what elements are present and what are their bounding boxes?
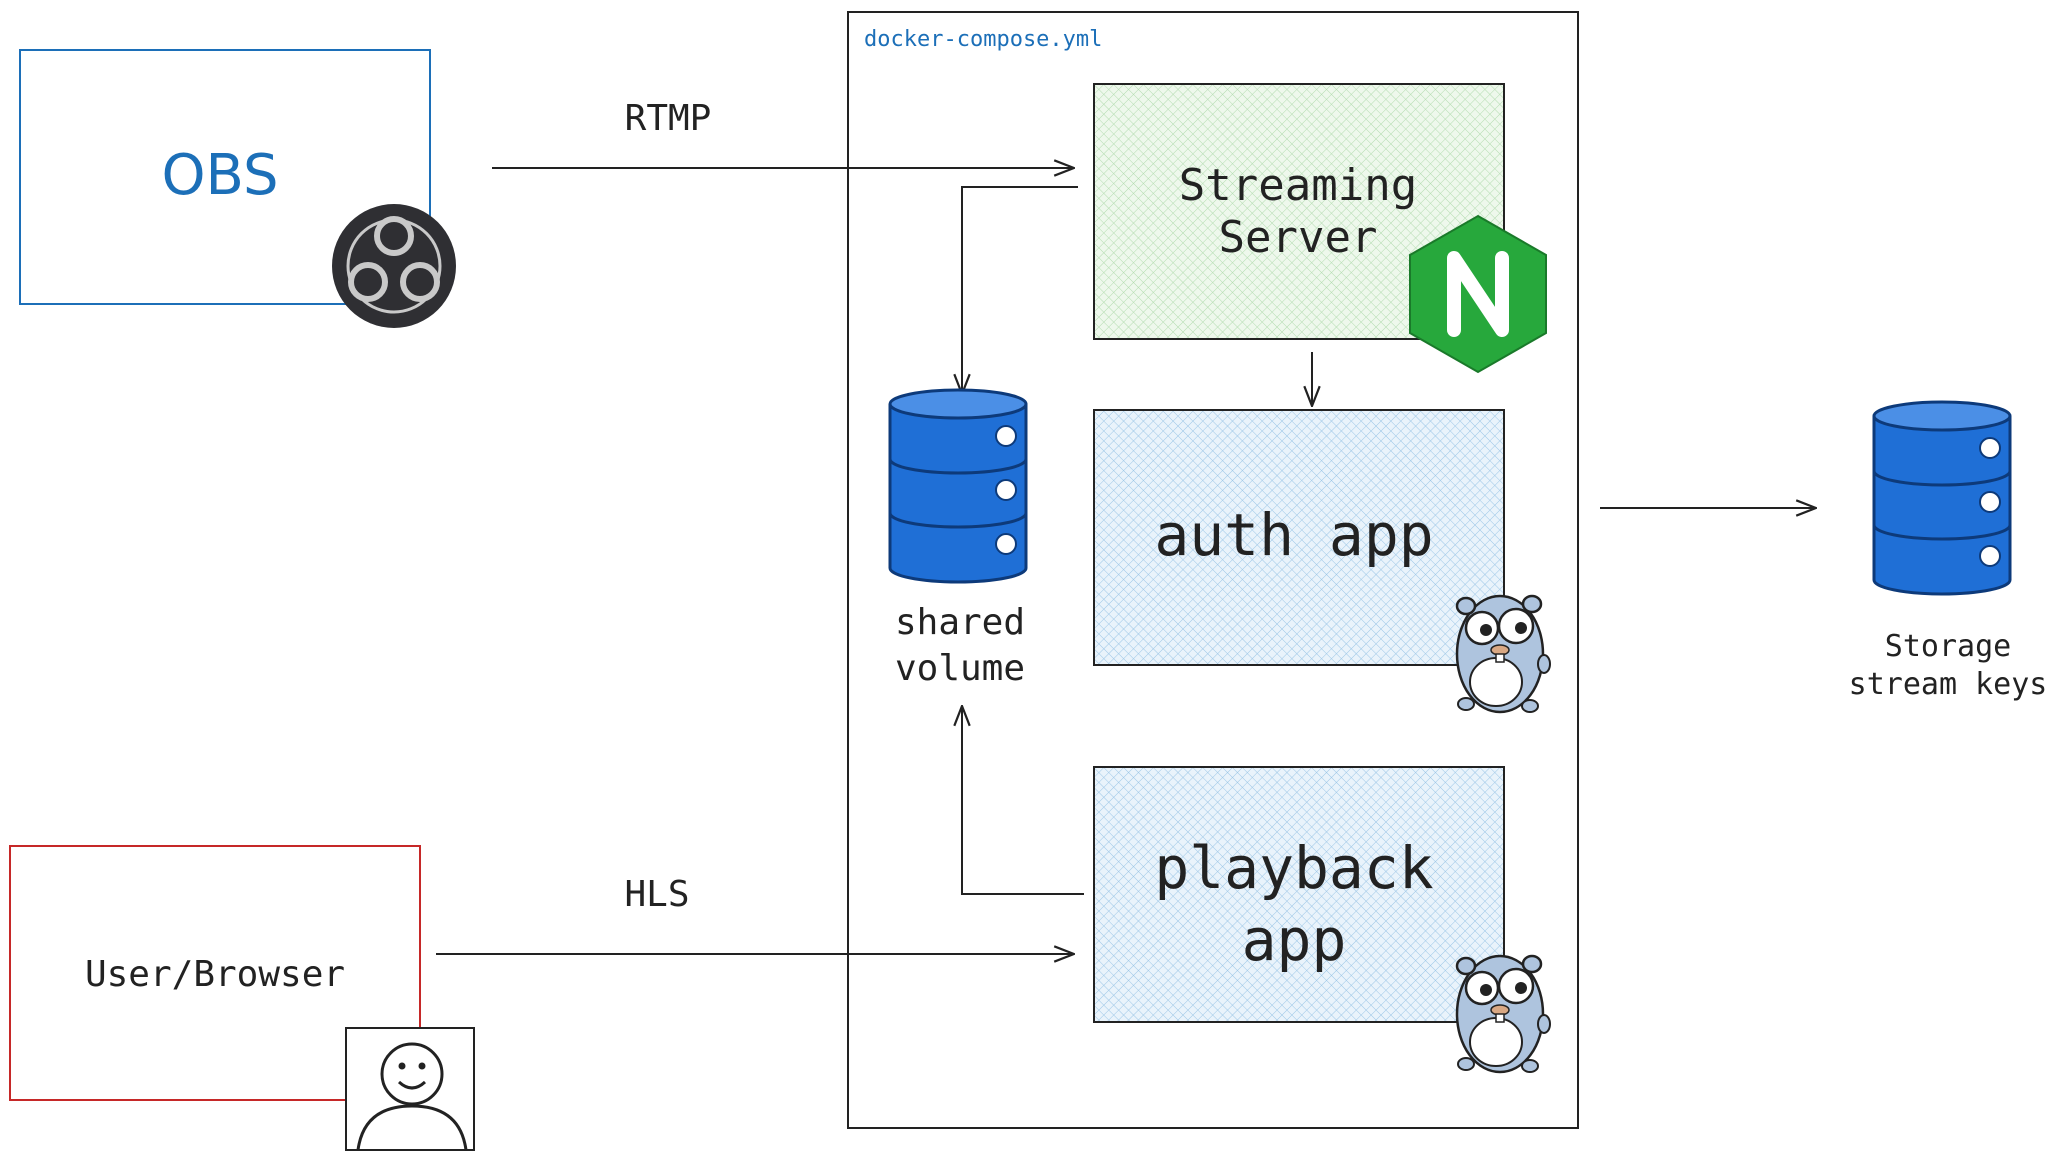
shared-volume-line2: volume: [895, 648, 1025, 689]
shared-volume-line1: shared: [895, 602, 1025, 643]
playback-app-box: [1093, 766, 1505, 1023]
obs-logo-icon: [332, 204, 456, 328]
gopher-icon: [1455, 954, 1552, 1074]
smiley-user-icon: [345, 1027, 475, 1151]
storage-database-icon: [1872, 400, 2012, 596]
auth-app-label: auth app: [1154, 501, 1433, 569]
server-to-volume-arrow: [962, 186, 1078, 394]
gopher-icon: [1455, 594, 1552, 714]
compose-frame: [847, 11, 1579, 1129]
browser-label: User/Browser: [85, 954, 345, 995]
browser-box: [9, 845, 421, 1101]
shared-volume-database-icon: [888, 388, 1028, 584]
storage-line1: Storage: [1885, 629, 2011, 664]
obs-label: OBS: [161, 143, 278, 208]
obs-box: [19, 49, 431, 305]
nginx-logo-icon: [1409, 214, 1547, 374]
auth-app-box: [1093, 409, 1505, 666]
streaming-server-line1: Streaming: [1179, 160, 1417, 211]
hls-label: HLS: [624, 874, 689, 915]
compose-filename: docker-compose.yml: [864, 27, 1102, 52]
playback-to-volume-arrow: [962, 706, 1084, 895]
playback-app-line2: app: [1242, 906, 1347, 974]
streaming-server-line2: Server: [1219, 212, 1378, 263]
rtmp-label: RTMP: [625, 98, 712, 139]
storage-line2: stream keys: [1849, 667, 2048, 702]
playback-app-line1: playback: [1154, 834, 1433, 902]
